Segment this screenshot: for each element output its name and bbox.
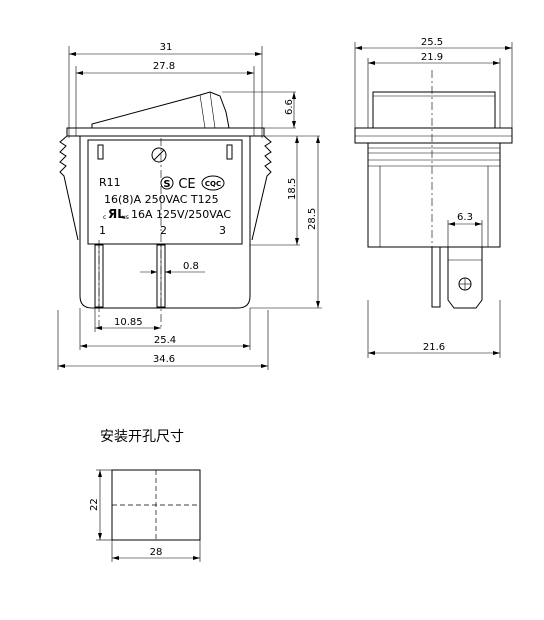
dim-31-label: 31 (160, 42, 173, 53)
rating-text: 16(8)A 250VAC T125 (104, 193, 219, 206)
dim-0-8-label: 0.8 (183, 261, 199, 272)
dim-bottom: 10.85 25.4 34.6 (57, 308, 269, 370)
frame-flange (66, 127, 265, 137)
s-mark-icon: S (163, 179, 170, 190)
dim-18-5-label: 18.5 (287, 178, 298, 200)
cutout-width-label: 28 (150, 547, 163, 558)
dim-21-9-label: 21.9 (421, 52, 443, 63)
panel-cutout: 安装开孔尺寸 22 28 (89, 429, 201, 562)
dim-width-rocker: 27.8 (75, 61, 255, 136)
ul-suffix: us (122, 214, 129, 221)
pin-1-label: 1 (99, 224, 106, 237)
dim-6-6-label: 6.6 (284, 99, 295, 115)
marking-label: R11 S CE CQC 16(8)A 250VAC T125 c ЯL us … (99, 175, 231, 237)
pin-2-label: 2 (160, 224, 167, 237)
cutout-height-label: 22 (89, 498, 100, 511)
dim-6-3-label: 6.3 (457, 212, 473, 223)
dim-width-total: 31 (68, 42, 263, 138)
switch-body (59, 135, 272, 309)
side-body (367, 142, 501, 248)
ul-mark-icon: ЯL (108, 207, 125, 221)
dim-10-85-label: 10.85 (114, 317, 143, 328)
cqc-mark-icon: CQC (205, 180, 221, 188)
side-frame (354, 127, 513, 144)
ul-rating-text: 16A 125V/250VAC (131, 208, 231, 221)
ce-mark-icon: CE (178, 177, 195, 192)
side-view: 25.5 21.9 6.3 (354, 37, 513, 358)
side-terminal-wide (447, 247, 483, 309)
dim-heights: 6.6 18.5 28.5 (250, 92, 322, 309)
dim-27-8-label: 27.8 (153, 61, 175, 72)
dim-25-5-label: 25.5 (421, 37, 443, 48)
model-text: R11 (99, 176, 121, 189)
front-view: 31 27.8 (57, 42, 322, 370)
screw-icon (151, 147, 167, 163)
cutout-title: 安装开孔尺寸 (100, 429, 184, 445)
dim-21-6-label: 21.6 (423, 342, 445, 353)
terminals (94, 138, 166, 330)
dim-34-6-label: 34.6 (153, 354, 175, 365)
dim-28-5-label: 28.5 (307, 208, 318, 230)
side-terminal-thin (431, 246, 441, 308)
rocker-actuator (91, 91, 296, 129)
ul-prefix: c (103, 214, 106, 221)
side-rocker (372, 91, 496, 129)
dim-25-4-label: 25.4 (154, 335, 176, 346)
pin-3-label: 3 (219, 224, 226, 237)
dim-terminal-thickness: 0.8 (140, 261, 205, 274)
